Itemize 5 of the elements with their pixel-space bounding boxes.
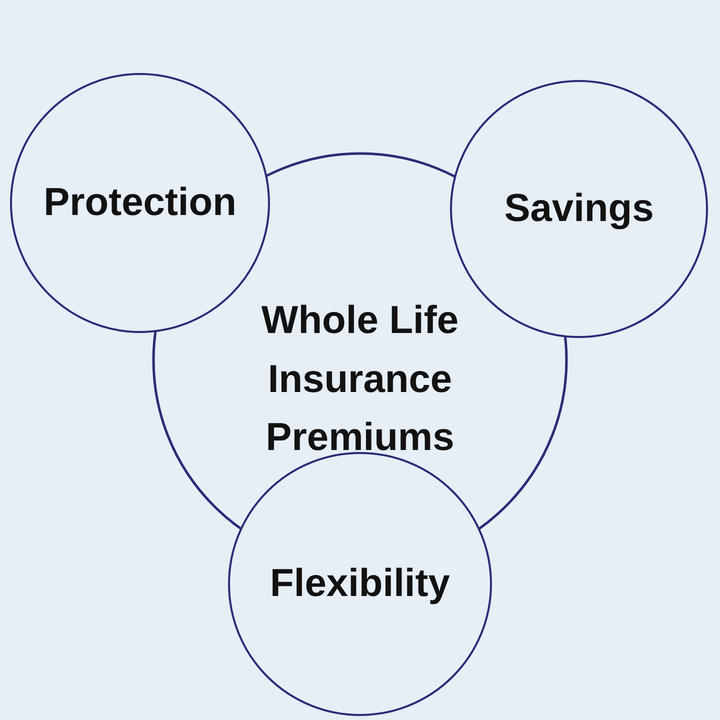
circle xyxy=(228,452,492,716)
circle-label: Whole Life Insurance Premiums xyxy=(260,298,460,462)
circle-label: Savings xyxy=(504,186,654,232)
circle-label: Flexibility xyxy=(270,560,450,607)
circle-label: Protection xyxy=(44,180,236,226)
